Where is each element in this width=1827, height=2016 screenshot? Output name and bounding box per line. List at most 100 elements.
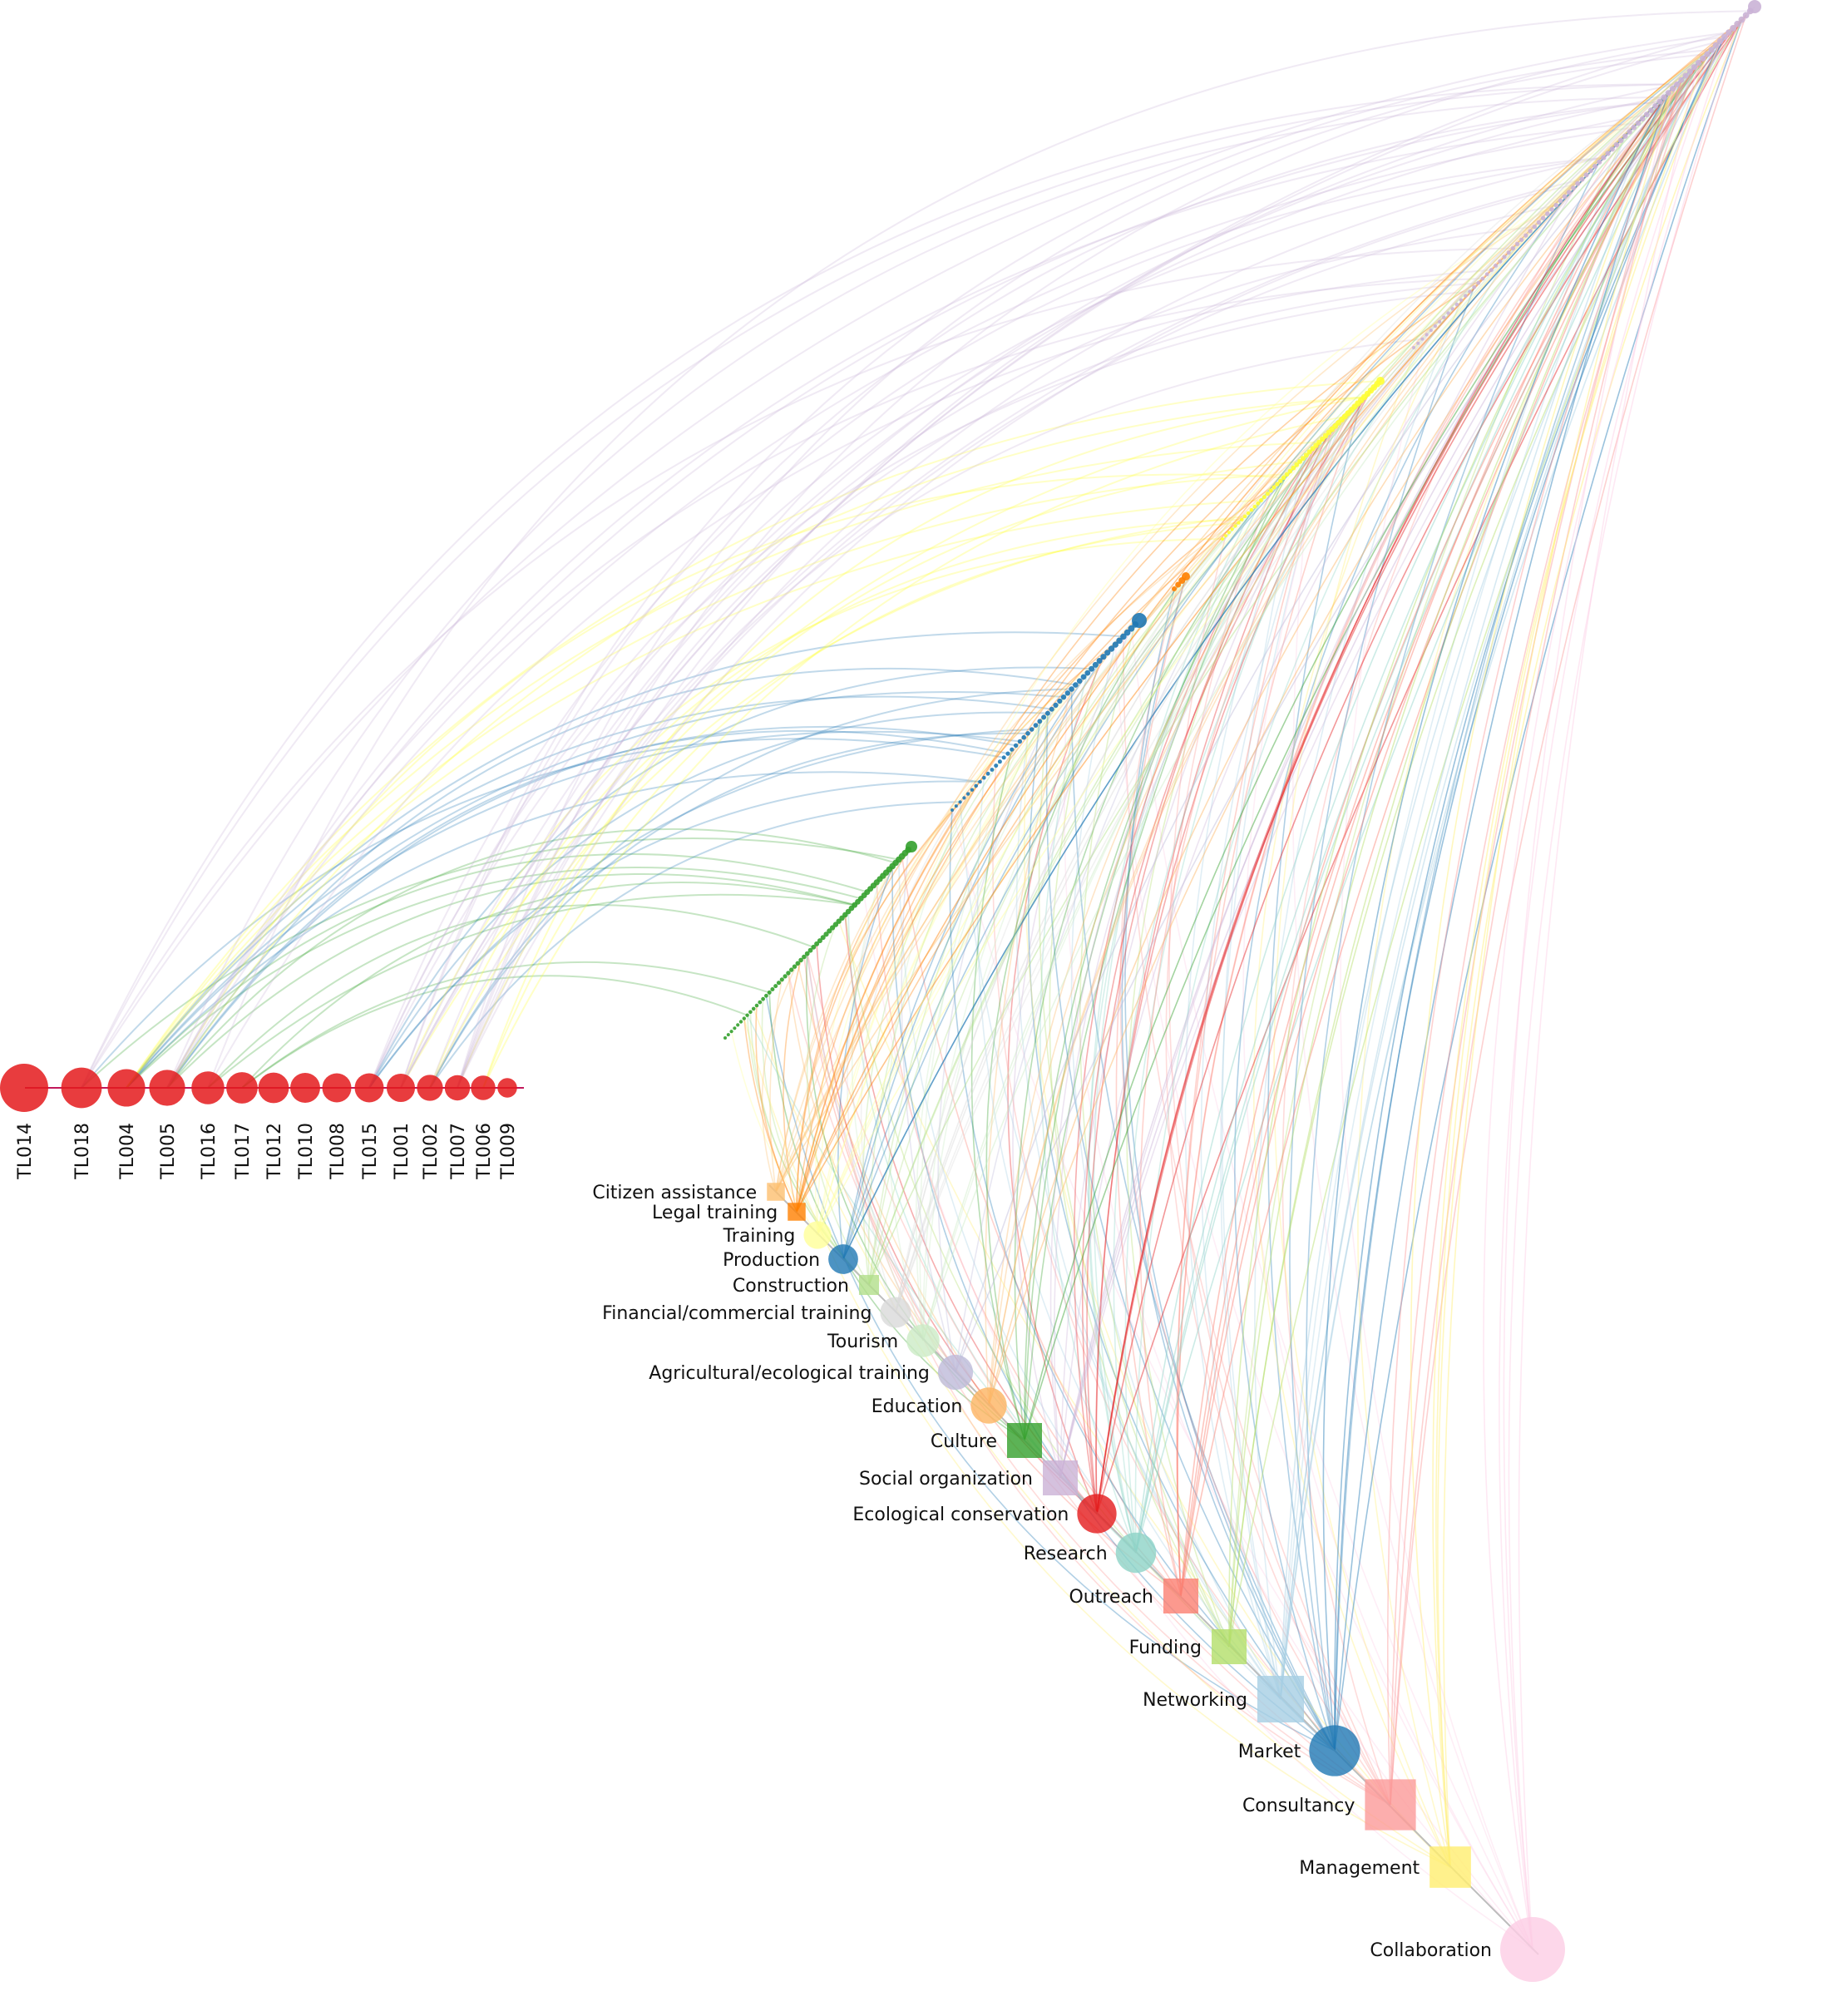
cluster-node [1489,268,1494,273]
network-edge [1222,455,1307,1700]
network-edge [775,88,1673,1193]
network-edge [1015,733,1281,1700]
cluster-node [823,931,829,937]
network-edge [429,801,960,1089]
network-edge [166,122,1638,1089]
cluster-node [1123,629,1131,636]
cluster-node [1734,20,1741,27]
network-edge [988,57,1704,1406]
cluster-node [1420,337,1425,341]
tl-label: TL014 [15,1123,36,1180]
network-edge [1134,243,1518,1554]
network-edge [796,846,912,1213]
network-edge [166,96,1665,1089]
tl-label: TL018 [72,1123,93,1180]
network-edge [1007,656,1104,1514]
network-edge [796,801,961,1213]
category-label: Legal training [652,1203,778,1223]
cluster-node [1678,77,1685,83]
network-edge [166,828,896,1089]
network-edge [81,838,899,1089]
cluster-node [1686,68,1693,75]
network-edge [1281,136,1626,1806]
network-edge [1135,67,1695,1554]
cluster-node [1652,103,1658,109]
network-edge [959,802,1281,1700]
network-edge [126,730,1020,1089]
category-label: Tourism [827,1332,898,1352]
network-edge [1054,252,1509,1479]
network-edge [368,711,1048,1089]
cluster-node [1313,442,1319,448]
cluster-node [1249,507,1254,512]
network-edge [429,204,1557,1089]
network-edge [1088,409,1352,1554]
cluster-node [1297,458,1303,464]
tl-node-tl008 [322,1073,352,1103]
cluster-node [965,792,970,796]
network-edge [955,483,1278,1373]
cluster-node [783,974,788,979]
network-edge [1024,447,1314,1441]
network-edge [166,729,1009,1089]
cluster-node [1230,527,1234,531]
category-label: Citizen assistance [592,1183,757,1203]
cluster-node [1041,714,1047,720]
network-edge [1180,27,1734,1597]
tl-label: TL001 [392,1123,412,1180]
network-edge [817,689,1073,1236]
cluster-node [970,788,975,792]
cluster-node [1502,254,1507,259]
cluster-node [1579,176,1585,182]
cluster-node [1262,495,1267,500]
network-edge [1024,477,1285,1441]
network-edge [126,631,1123,1089]
cluster-node [1528,229,1533,234]
cluster-node [786,971,791,976]
network-edge [922,79,1682,1342]
cluster-node [1275,482,1280,487]
cluster-node [1523,233,1528,238]
cluster-node [804,951,810,956]
cluster-node [1583,172,1589,178]
cluster-node [1112,641,1119,648]
cluster-node [1271,485,1276,490]
network-edge [400,40,1721,1089]
category-label: Outreach [1069,1587,1153,1608]
cluster-node [990,768,995,772]
cluster-node [1376,377,1385,385]
network-edge [457,282,1479,1089]
network-edge [1334,19,1743,1752]
cluster-node [994,763,999,768]
category-node-construction [858,1274,880,1296]
network-edge [842,656,1104,1260]
network-edge [126,695,1052,1089]
network-edge [775,406,1355,1193]
cluster-node [1017,739,1023,744]
cluster-node [795,961,801,966]
network-edge [796,278,1484,1213]
network-edge [1039,672,1137,1554]
network-edge [207,269,1492,1089]
category-node-agricultural-ecological-training [937,1354,974,1391]
network-edge [796,36,1726,1213]
network-edge [1437,19,1743,1868]
network-edge [743,1018,797,1213]
network-edge [1096,19,1743,1514]
network-edge [1334,79,1682,1752]
network-edge [457,156,1604,1089]
cluster-node [817,938,822,944]
network-edge [769,979,783,1193]
network-edge [887,785,977,1342]
network-edge [1114,645,1533,1950]
cluster-node [789,967,794,972]
cluster-node [1716,37,1724,45]
network-edge [1234,191,1570,1752]
cluster-node [1013,743,1019,749]
cluster-node [1622,133,1628,139]
network-edge [937,704,1057,1373]
cluster-node [1429,329,1433,333]
cluster-node [1080,674,1087,680]
network-edge [922,387,1375,1342]
